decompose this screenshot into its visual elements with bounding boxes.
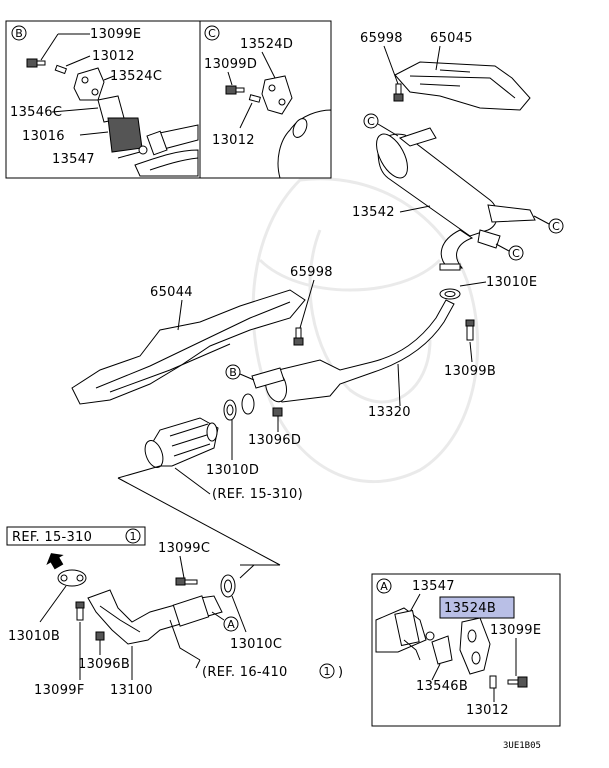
label-13546c: 13546C xyxy=(10,105,62,120)
inset-a-marker xyxy=(376,578,392,594)
label-13096d: 13096D xyxy=(248,433,301,448)
label-13012-c: 13012 xyxy=(212,133,255,148)
nut-13096d xyxy=(272,407,283,417)
inset-c-marker xyxy=(204,25,220,41)
label-13099c: 13099C xyxy=(158,541,210,556)
marker-c-3: C xyxy=(495,243,524,261)
catalytic-converter xyxy=(144,417,219,468)
label-65044: 65044 xyxy=(150,285,193,300)
label-13524d: 13524D xyxy=(240,37,293,52)
svg-text:A: A xyxy=(227,618,235,631)
inset-c: C 13524D 13099D 13012 xyxy=(199,20,332,179)
label-13546b: 13546B xyxy=(416,679,468,694)
label-ref-15-310-1: REF. 15-310 xyxy=(12,530,92,545)
marker-b-main: B xyxy=(225,364,255,381)
label-13012-b: 13012 xyxy=(92,49,135,64)
center-pipe-13320 xyxy=(251,299,455,403)
ref-16-410-close: ) xyxy=(338,665,343,680)
inset-c-frame xyxy=(199,20,332,179)
bolt-13099d xyxy=(225,85,237,95)
inset-b-marker xyxy=(11,25,27,41)
pin-13012-c xyxy=(248,94,261,103)
gasket-13010d xyxy=(223,399,237,421)
ref-line-2 xyxy=(117,477,281,566)
label-13012-a: 13012 xyxy=(466,703,509,718)
label-13010b: 13010B xyxy=(8,629,60,644)
ref-15-310-num: 1 xyxy=(130,530,137,543)
bolt-13099e xyxy=(26,58,46,68)
bolt-13099c xyxy=(175,577,198,586)
label-13099e-a: 13099E xyxy=(490,623,541,638)
bolt-13099b xyxy=(465,319,475,341)
label-65045: 65045 xyxy=(430,31,473,46)
ref-15-310-box xyxy=(6,526,146,546)
hanger-13524c xyxy=(73,67,105,101)
bolt-13099f xyxy=(75,601,85,621)
label-13320: 13320 xyxy=(368,405,411,420)
label-ref-15-310: (REF. 15-310) xyxy=(212,487,303,502)
inset-a-marker-letter: A xyxy=(380,580,388,593)
label-ref-16-410: (REF. 16-410 xyxy=(202,665,288,680)
label-13016: 13016 xyxy=(22,129,65,144)
label-13524c: 13524C xyxy=(110,69,162,84)
label-65998-mid: 65998 xyxy=(290,265,333,280)
gasket-13010e xyxy=(439,288,461,300)
inset-a-frame xyxy=(371,573,561,727)
marker-a-main: A xyxy=(211,611,239,632)
pin-13012-b xyxy=(54,64,68,75)
label-65998-top: 65998 xyxy=(360,31,403,46)
clamp-13547-b xyxy=(146,130,168,156)
pin-13012-a xyxy=(489,675,497,689)
svg-text:B: B xyxy=(229,366,237,379)
label-13099d: 13099D xyxy=(204,57,257,72)
label-13010c: 13010C xyxy=(230,637,282,652)
inset-c-marker-letter: C xyxy=(208,27,216,40)
label-13099e-b: 13099E xyxy=(90,27,141,42)
bolt-65998-mid xyxy=(293,327,304,346)
svg-text:C: C xyxy=(367,115,375,128)
label-13547-b: 13547 xyxy=(52,152,95,167)
marker-c-2: C xyxy=(533,215,564,234)
nut-13096b xyxy=(95,631,105,641)
heat-protector-65044 xyxy=(71,289,306,405)
heat-protector-65045 xyxy=(394,61,531,111)
inset-b-marker-letter: B xyxy=(15,27,23,40)
protector-13016 xyxy=(107,117,143,153)
gasket-near-cat xyxy=(241,393,255,415)
ref-line-1 xyxy=(117,465,161,479)
svg-text:C: C xyxy=(512,247,520,260)
label-13010d: 13010D xyxy=(206,463,259,478)
hanger-13524b xyxy=(459,617,491,675)
label-13100: 13100 xyxy=(110,683,153,698)
label-13099b: 13099B xyxy=(444,364,496,379)
label-13096b: 13096B xyxy=(78,657,130,672)
marker-c-1: C xyxy=(363,113,399,137)
highlight-13524b xyxy=(439,596,515,619)
label-13542: 13542 xyxy=(352,205,395,220)
bracket-13546b xyxy=(431,635,453,665)
label-13524b: 13524B xyxy=(444,601,496,616)
main-muffler-13542 xyxy=(376,127,536,271)
bolt-65998-top xyxy=(393,83,404,102)
arrow-up-icon xyxy=(46,553,64,570)
hanger-13524d xyxy=(261,75,293,115)
label-13099f: 13099F xyxy=(34,683,85,698)
label-13010e: 13010E xyxy=(486,275,537,290)
gasket-13010c xyxy=(220,574,236,598)
ref-16-410-num: 1 xyxy=(324,665,331,678)
front-pipe-13100 xyxy=(87,589,223,661)
svg-text:C: C xyxy=(552,220,560,233)
bolt-13099e-a xyxy=(507,676,528,688)
label-13547-a: 13547 xyxy=(412,579,455,594)
inset-b: B 13099E 13012 13524C 13546C 13016 xyxy=(5,20,201,179)
clamp-13547-a xyxy=(394,609,420,647)
diagram-code: 3UE1B05 xyxy=(503,741,541,751)
inset-a: A 13547 13524B 13099E 13546B 13012 xyxy=(371,573,561,727)
gasket-13010b xyxy=(57,569,87,587)
